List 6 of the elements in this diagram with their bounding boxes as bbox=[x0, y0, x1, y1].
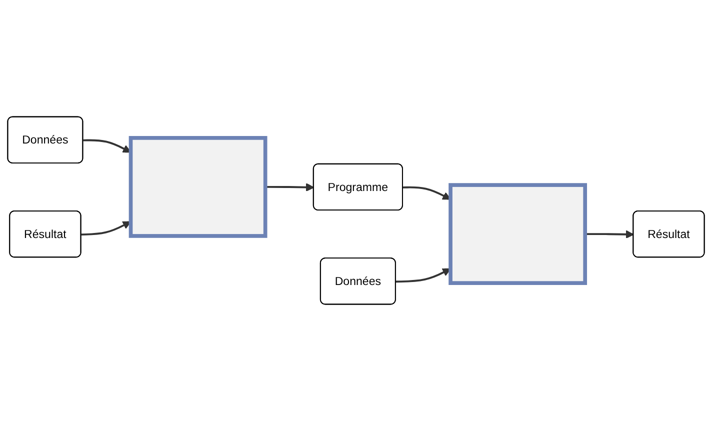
arrow bbox=[585, 230, 634, 239]
node-computer bbox=[128, 136, 268, 238]
arrow bbox=[265, 183, 314, 192]
node-computer bbox=[448, 183, 588, 285]
arrow bbox=[396, 268, 451, 283]
arrow bbox=[402, 186, 451, 200]
